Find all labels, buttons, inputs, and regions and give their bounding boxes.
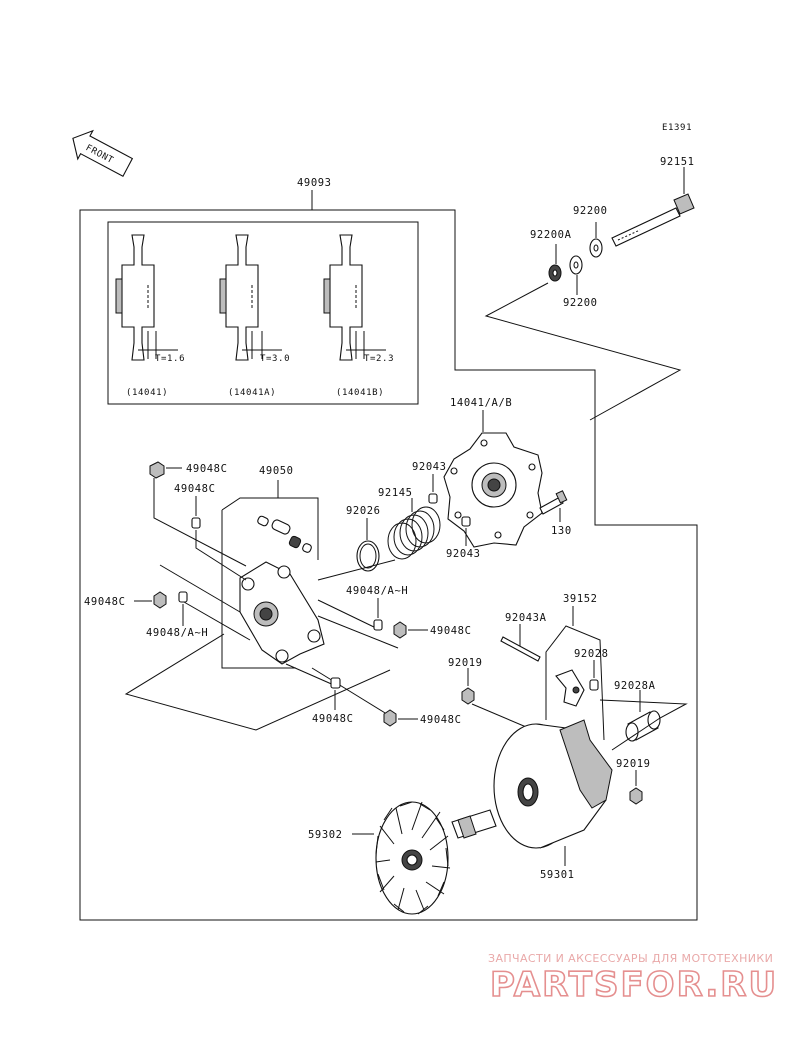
ramp-group-bracket — [545, 606, 605, 741]
label-49048c-1: 49048C — [186, 463, 228, 475]
washer-92200a-drawing — [548, 264, 562, 282]
pin-92043a-drawing — [500, 636, 541, 662]
variant-label-14041b: (14041B) — [336, 388, 384, 398]
label-92019-1: 92019 — [448, 657, 483, 669]
watermark-brand-logo: PARTSFOR.RU — [490, 965, 778, 1005]
label-130: 130 — [551, 525, 572, 537]
collar-92028a-drawing — [625, 710, 661, 742]
nut-92019-2-drawing — [629, 787, 643, 805]
label-92028a: 92028A — [614, 680, 656, 692]
washer-92200-top-drawing — [589, 238, 603, 258]
thickness-14041b: T=2.3 — [364, 354, 394, 364]
label-39152: 39152 — [563, 593, 598, 605]
nut-49048c-3-drawing — [153, 591, 167, 609]
label-49048c-5: 49048C — [312, 713, 354, 725]
label-14041ab: 14041/A/B — [450, 397, 512, 409]
label-92200-top: 92200 — [573, 205, 608, 217]
guide-lines-49048 — [124, 478, 399, 731]
label-49048ah-1: 49048/A~H — [146, 627, 208, 639]
nut-49048c-1-drawing — [149, 461, 165, 479]
label-49050: 49050 — [259, 465, 294, 477]
label-49093: 49093 — [297, 177, 332, 189]
nut-92019-1-drawing — [461, 687, 475, 705]
nut-49048c-4-drawing — [393, 621, 407, 639]
label-92200a: 92200A — [530, 229, 572, 241]
label-49048c-3: 49048C — [84, 596, 126, 608]
label-49048ah-2: 49048/A~H — [346, 585, 408, 597]
ramp-arm-drawing — [555, 669, 599, 707]
label-92043-top: 92043 — [412, 461, 447, 473]
label-92028: 92028 — [574, 648, 609, 660]
label-92151: 92151 — [660, 156, 695, 168]
bolt-49048ah-1-drawing — [178, 591, 188, 603]
pin-92043-top-drawing — [428, 493, 438, 504]
roller-drawing — [257, 515, 312, 553]
watermark-tagline: ЗАПЧАСТИ И АКСЕССУАРЫ ДЛЯ МОТОТЕХНИКИ — [488, 952, 773, 965]
bolt-130-drawing — [539, 490, 568, 515]
front-arrow-icon: FRONT — [72, 129, 134, 177]
label-92200-bottom: 92200 — [563, 297, 598, 309]
ring-92026-drawing — [356, 540, 380, 572]
washer-92200-bottom-drawing — [569, 255, 583, 275]
bolt-49048ah-2-drawing — [373, 619, 383, 631]
diagram-code: E1391 — [662, 123, 692, 133]
nut-49048c-6-drawing — [383, 709, 397, 727]
bolt-92151-drawing — [611, 193, 695, 247]
nut-49048c-2-drawing — [191, 517, 201, 529]
weight-arm-drawing — [239, 561, 325, 665]
pin-92043-bottom-drawing — [461, 516, 471, 527]
label-59302: 59302 — [308, 829, 343, 841]
variant-14041b-drawing — [323, 234, 386, 361]
spider-14041-drawing — [443, 432, 543, 548]
nut-49048c-5-drawing — [330, 677, 341, 689]
variant-14041a-drawing — [219, 234, 282, 361]
label-49048c-6: 49048C — [420, 714, 462, 726]
label-92019-2: 92019 — [616, 758, 651, 770]
label-92145: 92145 — [378, 487, 413, 499]
variant-label-14041a: (14041A) — [228, 388, 276, 398]
movable-sheave-59301-drawing — [493, 719, 613, 849]
label-49048c-2: 49048C — [174, 483, 216, 495]
spacer-variant-inset: T=1.6 T=3.0 T=2.3 (14041) (14041A) (1404… — [107, 221, 419, 405]
label-59301: 59301 — [540, 869, 575, 881]
assembly-frame — [79, 190, 698, 921]
thickness-14041a: T=3.0 — [260, 354, 290, 364]
spring-92145-drawing — [387, 506, 441, 560]
weight-group-bracket — [221, 480, 319, 669]
label-49048c-4: 49048C — [430, 625, 472, 637]
label-92043a: 92043A — [505, 612, 547, 624]
label-92026: 92026 — [346, 505, 381, 517]
label-92043-bottom: 92043 — [446, 548, 481, 560]
guide-line-bolt — [484, 282, 682, 421]
variant-label-14041: (14041) — [126, 388, 168, 398]
variant-14041-drawing — [115, 234, 178, 361]
fixed-sheave-59302-drawing — [375, 801, 497, 915]
thickness-14041: T=1.6 — [155, 354, 185, 364]
